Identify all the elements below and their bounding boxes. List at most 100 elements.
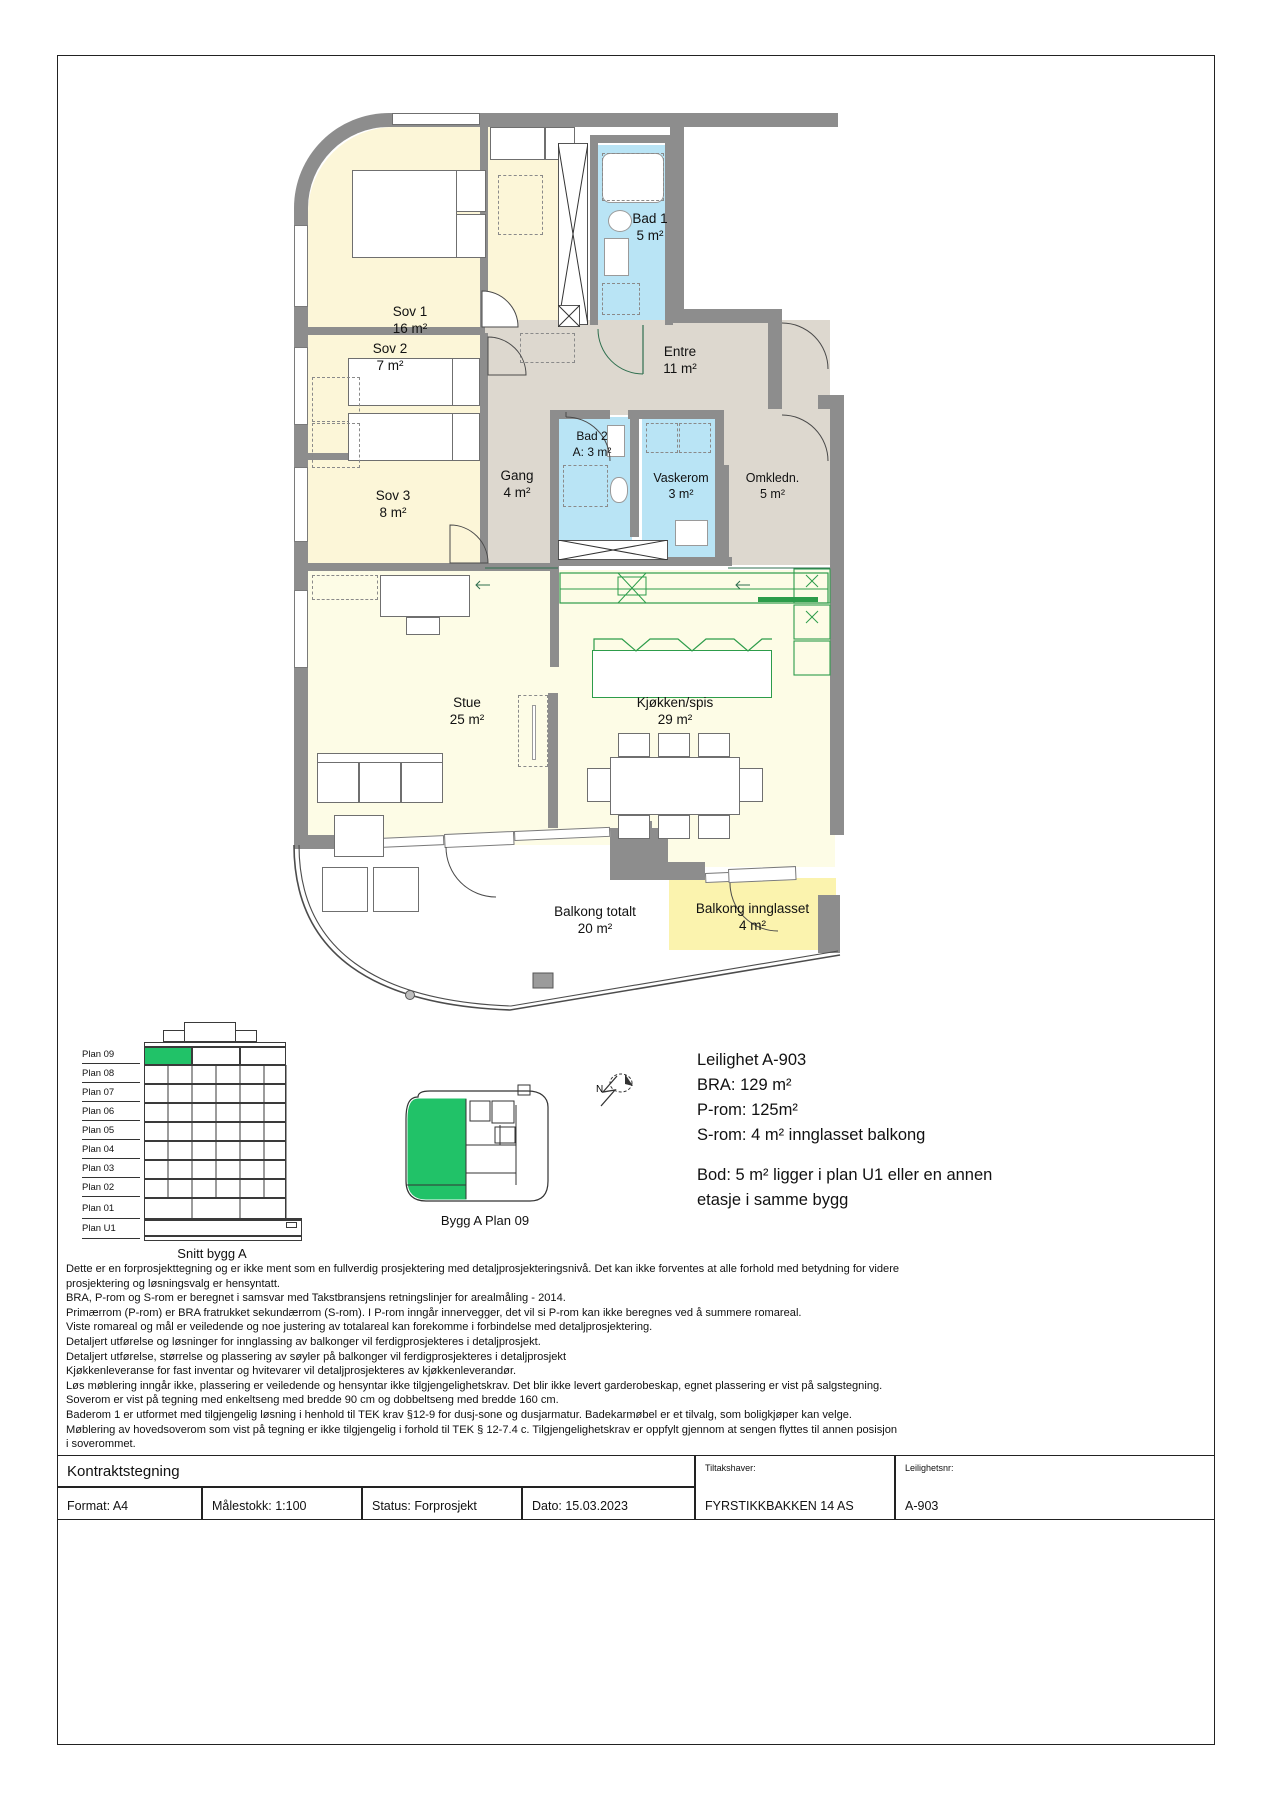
floor-plan: Sov 1 16 m² Sov 2 7 m² Sov 3 8 m² Bad 1 … (280, 105, 880, 1025)
apartment-value-text: A-903 (905, 1499, 939, 1513)
apartment-bod-2: etasje i samme bygg (697, 1191, 849, 1209)
floor-rule-09 (82, 1063, 140, 1064)
key-plan-diagram: Bygg A Plan 09 (400, 1084, 570, 1228)
wall-interior-vertical-2 (480, 333, 488, 568)
column-dashed-stue (518, 695, 548, 767)
room-fill-omkledn (720, 410, 832, 565)
tv-stue (406, 617, 440, 635)
floor-cell-09-c (240, 1047, 286, 1065)
wall-interior-vask-right (715, 410, 724, 565)
tv-console-stue (380, 575, 470, 617)
note-line-8: Kjøkkenleveranse for fast inventar og hv… (66, 1365, 517, 1378)
room-area-sov1: 16 m² (392, 321, 428, 336)
room-fill-gang (485, 410, 550, 570)
floor-u1-base (144, 1236, 302, 1241)
toilet-bad2 (610, 477, 628, 503)
room-label-bad1: Bad 1 5 m² (610, 210, 690, 244)
title-block-lower-3 (362, 1487, 522, 1520)
room-name-sov3: Sov 3 (375, 488, 411, 503)
floor-rule-05 (82, 1139, 140, 1140)
room-name-entre: Entre (663, 344, 697, 359)
storage-hatch-bad2 (558, 540, 668, 560)
dining-table (610, 757, 740, 815)
sofa-cushion-2 (359, 762, 401, 803)
note-line-3: BRA, P-rom og S-rom er beregnet i samsva… (66, 1292, 566, 1305)
room-area-kjokken: 29 m² (657, 712, 693, 727)
floor-label-09: Plan 09 (82, 1049, 115, 1060)
title-block-owner (695, 1455, 895, 1520)
wall-interior-bad1-left (590, 135, 598, 325)
wall-exterior-left-1 (294, 213, 308, 225)
title-block-upper-left (57, 1455, 695, 1487)
window-left-1 (294, 225, 308, 307)
chair-top-2 (658, 733, 690, 757)
closet-hatch-bad1 (558, 143, 588, 325)
north-arrow: N (595, 1070, 645, 1115)
room-name-bad2: Bad 2 (576, 429, 608, 443)
roof-box-left (163, 1030, 185, 1042)
room-area-vaskerom: 3 m² (668, 487, 694, 501)
floor-rule-03 (82, 1177, 140, 1178)
window-top-sov1 (392, 113, 480, 125)
room-label-entre: Entre 11 m² (635, 343, 725, 377)
wall-interior-bad2-bottom (550, 557, 732, 566)
apartment-header-text: Leilighetsnr: (905, 1463, 954, 1473)
floor-rule-u1 (82, 1238, 140, 1239)
wardrobe-sov3 (312, 423, 360, 468)
note-line-13: i soverommet. (66, 1438, 136, 1451)
room-label-balkong-innglasset: Balkong innglasset 4 m² (670, 900, 835, 934)
note-line-12: Møblering av hovedsoverom som vist på te… (66, 1423, 898, 1436)
notes-block: Dette er en forprosjekttegning og er ikk… (66, 1262, 1206, 1452)
chair-top-1 (618, 733, 650, 757)
title-block-lower-2 (202, 1487, 362, 1520)
wall-exterior-left-4 (294, 542, 308, 590)
kitchen-island-top (593, 638, 772, 652)
wall-interior-sov3-bottom (308, 563, 553, 571)
wall-exterior-right-2 (768, 309, 782, 409)
apartment-number: Leilighet A-903 (697, 1051, 807, 1069)
room-name-kjokken: Kjøkken/spis (636, 695, 714, 710)
note-line-9: Løs møblering inngår ikke, plassering er… (66, 1379, 883, 1392)
sink-bad1 (604, 238, 629, 276)
room-area-sov3: 8 m² (379, 505, 407, 520)
apartment-bra: BRA: 129 m² (697, 1076, 792, 1094)
closet-hatch-small (558, 305, 580, 327)
window-left-3 (294, 467, 308, 542)
floor-label-07: Plan 07 (82, 1087, 115, 1098)
room-area-balkong-innglasset: 4 m² (739, 918, 766, 933)
floor-row-u1 (144, 1220, 302, 1236)
room-area-omkledn: 5 m² (760, 487, 785, 501)
wall-interior-stue-col (548, 693, 558, 828)
pillow-sov1-a (456, 170, 486, 212)
door-swings (445, 290, 830, 932)
room-name-stue: Stue (453, 695, 481, 710)
room-fill-sov3 (308, 458, 488, 568)
room-name-sov1: Sov 1 (392, 304, 428, 319)
room-name-vaskerom: Vaskerom (653, 471, 709, 485)
storage-stue-dashed (312, 575, 378, 600)
room-label-sov3: Sov 3 8 m² (338, 487, 448, 521)
title-block: Kontraktstegning Format: A4 Målestokk: 1… (57, 1455, 1215, 1520)
chair-bottom-2 (658, 815, 690, 839)
sink-bad2 (607, 425, 625, 457)
chair-left (587, 768, 611, 802)
wall-exterior-right-6 (830, 635, 844, 835)
washer-vaskerom (646, 423, 678, 453)
wardrobe-sov1 (498, 175, 543, 235)
wall-exterior-right-top (670, 113, 684, 323)
room-label-sov1: Sov 1 16 m² (355, 303, 465, 337)
bathtub-bad1 (602, 153, 664, 203)
wall-exterior-left-3 (294, 425, 308, 467)
pillow-sov1-b (456, 214, 486, 258)
entry-mat-dashed (520, 333, 575, 363)
floor-rule-07 (82, 1101, 140, 1102)
u1-vent-box (286, 1222, 297, 1228)
floor-cell-09-highlight (144, 1047, 192, 1065)
note-line-7: Detaljert utførelse, størrelse og plasse… (66, 1350, 567, 1363)
wall-exterior-right-ext (670, 309, 782, 323)
wall-interior-bad1-top (590, 135, 673, 143)
room-label-gang: Gang 4 m² (477, 467, 557, 501)
floor-rule-08 (82, 1082, 140, 1083)
room-label-bad2: Bad 2 A: 3 m² (552, 428, 632, 460)
